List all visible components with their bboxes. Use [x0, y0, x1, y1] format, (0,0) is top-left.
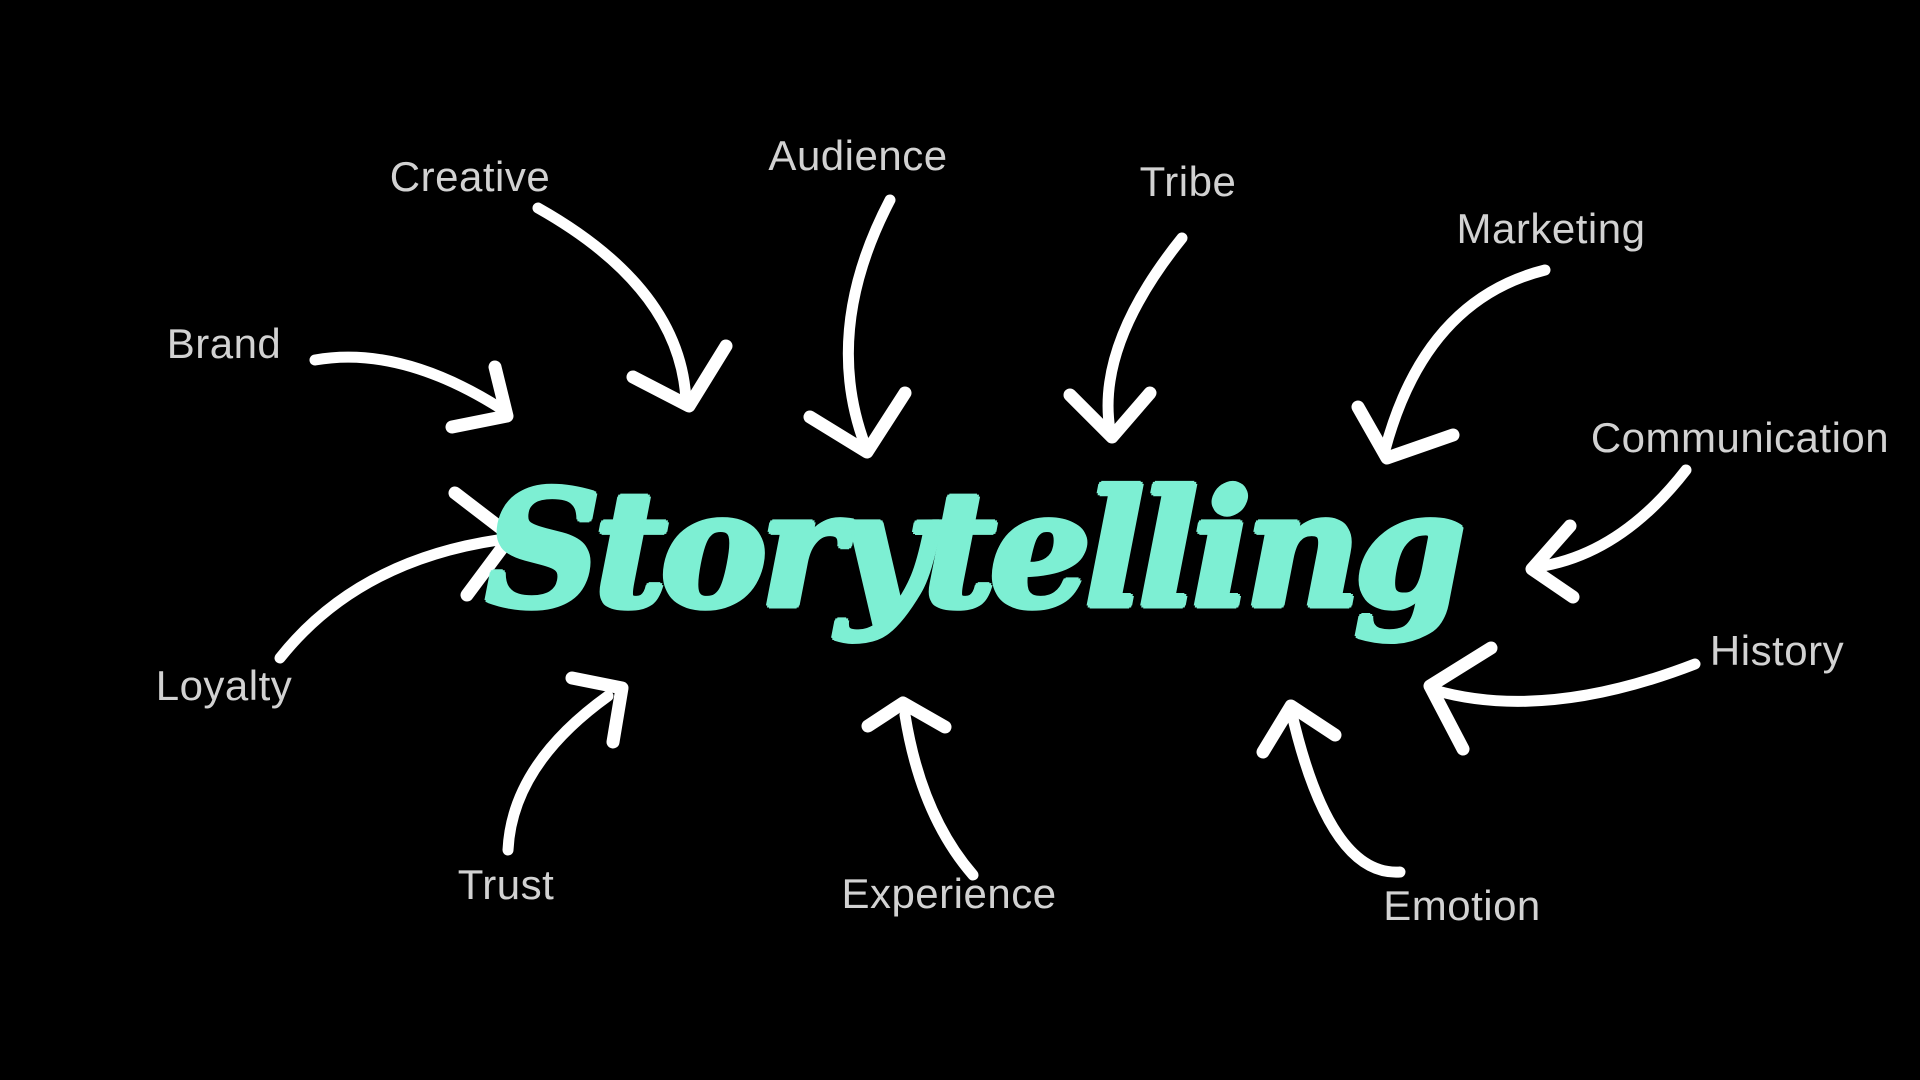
label-brand: Brand — [166, 320, 282, 367]
label-marketing: Marketing — [1456, 205, 1646, 252]
emotion-arrow — [1256, 699, 1406, 878]
label-loyalty: Loyalty — [155, 662, 293, 709]
label-experience: Experience — [841, 870, 1057, 917]
label-tribe: Tribe — [1139, 158, 1237, 205]
label-emotion: Emotion — [1383, 882, 1541, 929]
communication-arrow — [1525, 464, 1692, 604]
audience-arrow — [803, 194, 912, 459]
tribe-arrow — [1063, 232, 1188, 444]
label-history: History — [1709, 627, 1845, 674]
creative-arrow — [532, 202, 733, 413]
marketing-arrow — [1351, 264, 1551, 465]
center-title: Storytelling — [485, 455, 1465, 644]
trust-arrow — [502, 671, 629, 856]
label-trust: Trust — [457, 861, 555, 908]
brand-arrow — [309, 351, 514, 434]
history-arrow — [1423, 641, 1701, 756]
label-audience: Audience — [768, 132, 948, 179]
label-communication: Communication — [1590, 414, 1890, 461]
experience-arrow — [861, 696, 979, 881]
loyalty-arrow — [274, 486, 518, 664]
label-creative: Creative — [389, 153, 551, 200]
